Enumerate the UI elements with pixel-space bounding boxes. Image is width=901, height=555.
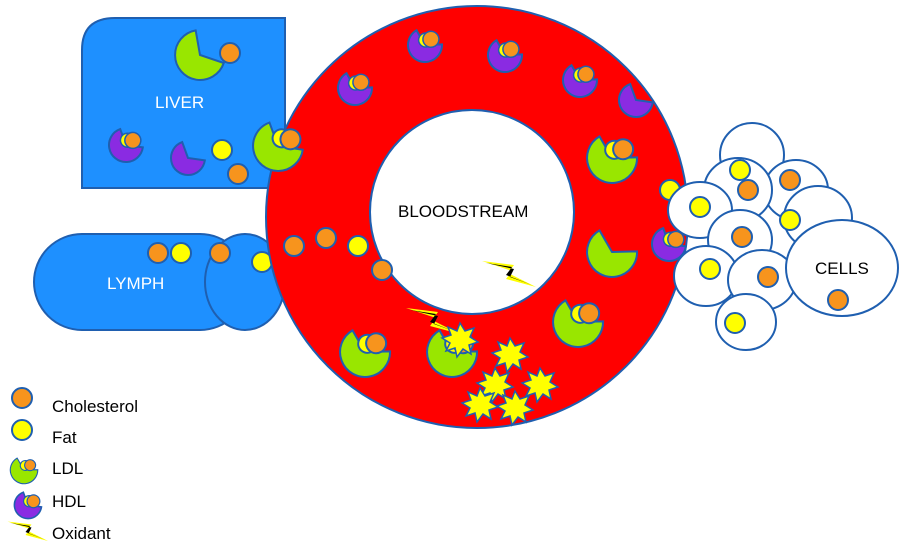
- cell-fat-5: [724, 312, 746, 334]
- ring-cholesterol-3: [371, 259, 393, 281]
- cholesterol-icon: [11, 387, 33, 409]
- liver-fat: [211, 139, 233, 161]
- cell-cholesterol-3: [731, 226, 753, 248]
- ring-cholesterol-1: [283, 235, 305, 257]
- lymph-cholesterol: [147, 242, 169, 264]
- hdl-icon: [9, 487, 46, 524]
- bloodstream-label: BLOODSTREAM: [398, 202, 528, 221]
- cell-fat-2: [689, 196, 711, 218]
- legend: Cholesterol Fat LDL HDL Oxidant: [4, 387, 138, 543]
- ring-fat-2: [347, 235, 369, 257]
- cell-cholesterol-2: [779, 169, 801, 191]
- legend-label-hdl: HDL: [52, 492, 86, 511]
- ring-cholesterol-2: [315, 227, 337, 249]
- fat-icon: [11, 419, 33, 441]
- legend-label-fat: Fat: [52, 428, 77, 447]
- ldl-icon: [4, 450, 43, 490]
- cell-fat-3: [779, 209, 801, 231]
- oxidant-icon: [7, 521, 48, 541]
- cell-cholesterol-4: [757, 266, 779, 288]
- cell-cholesterol-1: [737, 179, 759, 201]
- legend-label-cholesterol: Cholesterol: [52, 397, 138, 416]
- liver-cholesterol-2: [227, 163, 249, 185]
- cell-cholesterol-5: [827, 289, 849, 311]
- legend-label-ldl: LDL: [52, 459, 83, 478]
- liver-label: LIVER: [155, 93, 204, 112]
- lymph-cholesterol-2: [209, 242, 231, 264]
- lymph-fat: [170, 242, 192, 264]
- cells-cluster: [667, 122, 899, 351]
- liver-cholesterol: [219, 42, 241, 64]
- cell-fat-1: [729, 159, 751, 181]
- cell-fat-4: [699, 258, 721, 280]
- lymph-label: LYMPH: [107, 274, 164, 293]
- legend-label-oxidant: Oxidant: [52, 524, 111, 543]
- cells-label: CELLS: [815, 259, 869, 278]
- bloodstream-lumen: [369, 109, 575, 315]
